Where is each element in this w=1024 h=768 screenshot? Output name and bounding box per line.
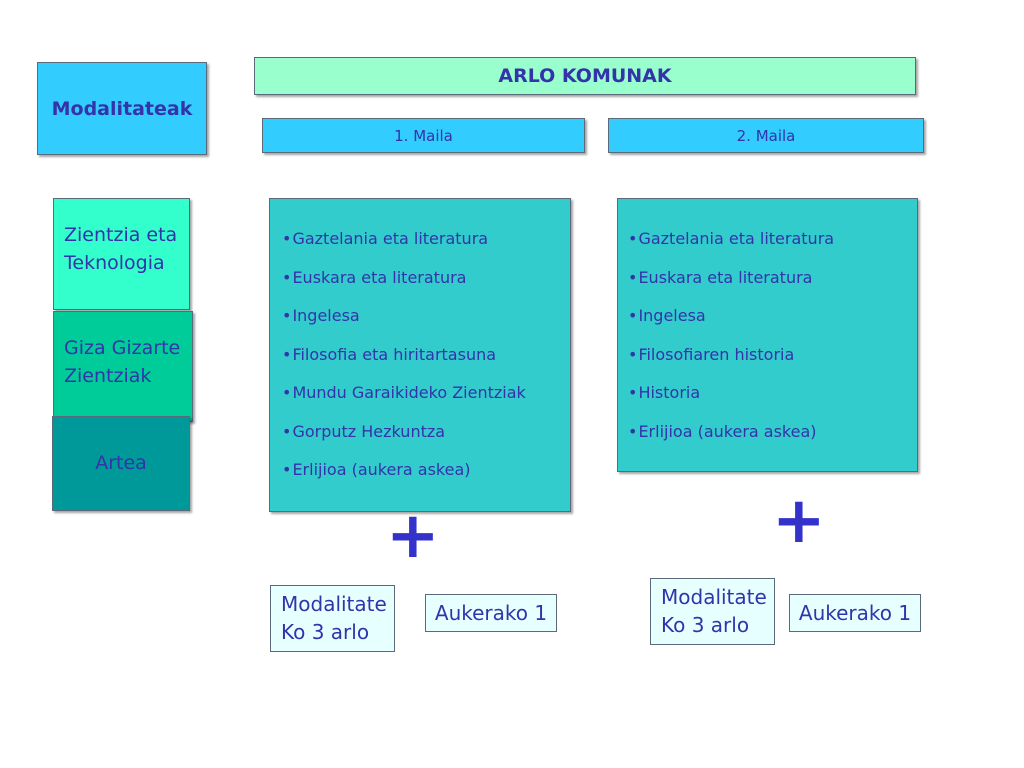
list-item: Mundu Garaikideko Zientziak (282, 383, 570, 422)
modalitate-label-line1: Modalitate (661, 585, 767, 609)
list-item: Euskara eta literatura (628, 268, 917, 307)
modality-zientzia-teknologia: Zientzia eta Teknologia (53, 198, 190, 310)
modalitate-label-line2: Ko 3 arlo (661, 613, 750, 637)
modalitateak-header: Modalitateak (37, 62, 207, 155)
list-item: Historia (628, 383, 917, 422)
plus-icon: + (772, 484, 826, 558)
list-item: Erlijioa (aukera askea) (628, 422, 917, 461)
maila-1-subject-list: Gaztelania eta literatura Euskara eta li… (269, 198, 571, 512)
modality-label-line1: Artea (95, 452, 147, 474)
modality-label-line2: Teknologia (64, 252, 165, 274)
modality-label-line2: Zientziak (64, 365, 152, 387)
arlo-komunak-header: ARLO KOMUNAK (254, 57, 916, 95)
maila-2-aukerako-box: Aukerako 1 (789, 594, 921, 632)
maila-1-aukerako-box: Aukerako 1 (425, 594, 557, 632)
list-item: Erlijioa (aukera askea) (282, 460, 570, 499)
modalitate-label-line1: Modalitate (281, 592, 387, 616)
list-item: Ingelesa (628, 306, 917, 345)
modalitate-label-line2: Ko 3 arlo (281, 620, 370, 644)
maila-2-header: 2. Maila (608, 118, 924, 153)
list-item: Gorputz Hezkuntza (282, 422, 570, 461)
maila-1-header: 1. Maila (262, 118, 585, 153)
list-item: Filosofia eta hiritartasuna (282, 345, 570, 384)
maila-2-modalitate-box: Modalitate Ko 3 arlo (650, 578, 775, 645)
maila-2-subject-list: Gaztelania eta literatura Euskara eta li… (617, 198, 918, 472)
list-item: Filosofiaren historia (628, 345, 917, 384)
modality-artea: Artea (52, 416, 190, 511)
modality-label-line1: Giza Gizarte (64, 337, 181, 359)
modality-label-line1: Zientzia eta (64, 224, 178, 246)
list-item: Gaztelania eta literatura (282, 229, 570, 268)
list-item: Euskara eta literatura (282, 268, 570, 307)
maila-1-modalitate-box: Modalitate Ko 3 arlo (270, 585, 395, 652)
plus-icon: + (386, 499, 440, 573)
list-item: Ingelesa (282, 306, 570, 345)
modality-giza-gizarte-zientziak: Giza Gizarte Zientziak (53, 311, 193, 422)
list-item: Gaztelania eta literatura (628, 229, 917, 268)
